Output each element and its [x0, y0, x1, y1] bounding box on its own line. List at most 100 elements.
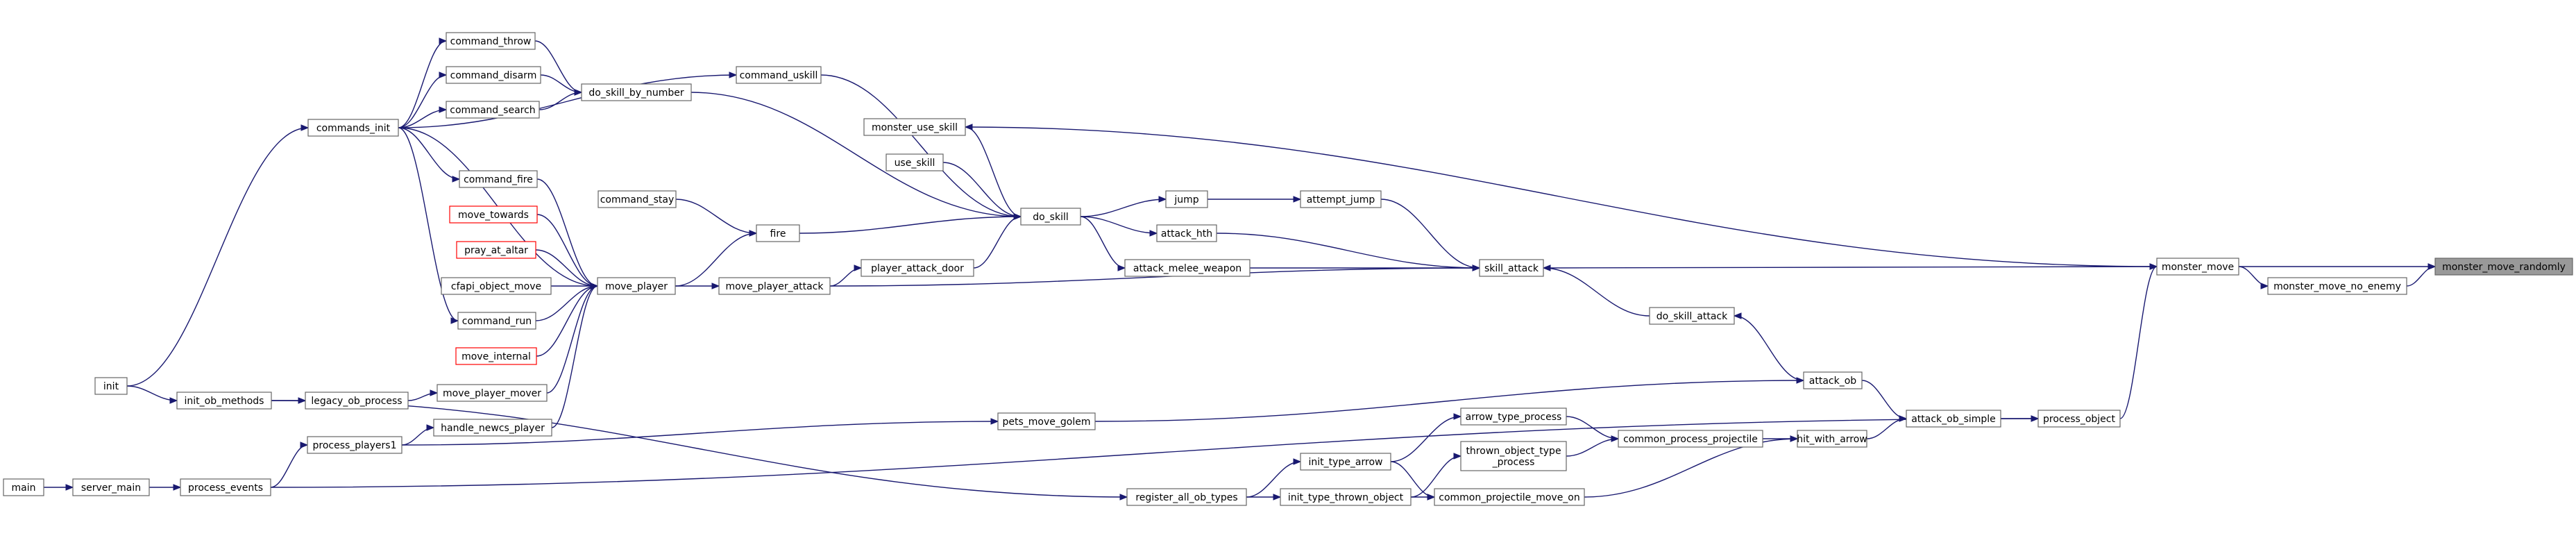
node-label: server_main	[81, 482, 141, 494]
node-command-search[interactable]: command_search	[446, 101, 540, 119]
edge-common_projectile_move_on-calls-hit_with_arrow	[1584, 438, 1798, 498]
node-label: arrow_type_process	[1466, 412, 1562, 423]
edge-arrowhead	[173, 484, 182, 491]
node-label: legacy_ob_process	[311, 396, 402, 407]
node-label: jump	[1173, 194, 1198, 205]
node-main[interactable]: main	[3, 478, 44, 496]
edge-move_towards-calls-move_player	[536, 214, 598, 287]
node-label: command_fire	[464, 174, 533, 185]
edge-arrowhead	[964, 124, 973, 131]
node-arrow-type-process[interactable]: arrow_type_process	[1460, 407, 1567, 426]
node-box	[94, 377, 128, 395]
node-move-player[interactable]: move_player	[597, 277, 676, 295]
edge-arrowhead	[300, 442, 309, 448]
node-monster-move[interactable]: monster_move	[2156, 258, 2239, 276]
node-legacy-ob-process[interactable]: legacy_ob_process	[305, 392, 409, 410]
node-pets-move-golem[interactable]: pets_move_golem	[997, 412, 1096, 430]
edge-arrowhead	[1293, 196, 1302, 203]
nodes-layer: monster_move_randomlymonster_movemonster…	[3, 32, 2573, 506]
node-pray-at-altar[interactable]: pray_at_altar	[456, 241, 536, 259]
node-label: use_skill	[895, 158, 935, 169]
node-move-internal[interactable]: move_internal	[455, 347, 537, 365]
node-label: process_players1	[312, 440, 396, 451]
node-fire[interactable]: fire	[756, 224, 800, 242]
node-move-player-mover[interactable]: move_player_mover	[437, 384, 548, 402]
node-label: monster_move_randomly	[2442, 262, 2566, 273]
edge-pray_at_altar-calls-move_player	[535, 249, 598, 287]
edge-do_skill-calls-jump	[1080, 199, 1167, 217]
node-server-main[interactable]: server_main	[72, 478, 150, 496]
node-do-skill-by-number[interactable]: do_skill_by_number	[581, 83, 692, 101]
node-box	[459, 170, 538, 188]
node-monster-use-skill[interactable]: monster_use_skill	[863, 118, 966, 136]
edge-monster_move_no_enemy-calls-monster_move_randomly	[2406, 266, 2436, 287]
node-commands-init[interactable]: commands_init	[307, 119, 399, 137]
edge-arrowhead	[2149, 263, 2158, 270]
edge-handle_newcs_player-calls-move_player	[551, 285, 598, 428]
node-box	[886, 153, 944, 171]
node-hit-with-arrow[interactable]: hit_with_arrow	[1797, 430, 1867, 448]
node-label: do_skill	[1033, 212, 1069, 223]
edge-move_internal-calls-move_player	[536, 285, 598, 357]
edge-attack_ob-calls-attack_ob_simple	[1861, 380, 1907, 419]
node-do-skill[interactable]: do_skill	[1020, 208, 1081, 226]
node-label: move_player_mover	[443, 388, 541, 399]
node-box	[1797, 430, 1867, 448]
node-attack-hth[interactable]: attack_hth	[1156, 224, 1217, 242]
node-label: pets_move_golem	[1003, 417, 1091, 428]
node-init-ob-methods[interactable]: init_ob_methods	[176, 392, 272, 410]
node-label: player_attack_door	[871, 263, 964, 274]
edge-arrowhead	[1117, 264, 1126, 271]
node-cfapi-object-move[interactable]: cfapi_object_move	[441, 277, 552, 295]
node-label: init_type_arrow	[1309, 457, 1383, 468]
node-do-skill-attack[interactable]: do_skill_attack	[1649, 307, 1735, 325]
node-monster-move-randomly[interactable]: monster_move_randomly	[2434, 258, 2573, 276]
node-thrown-object-type-process[interactable]: thrown_object_type_process	[1460, 441, 1567, 471]
edge-pets_move_golem-calls-attack_ob	[1094, 380, 1804, 422]
node-label: commands_init	[316, 123, 391, 134]
node-box	[176, 392, 272, 410]
edge-use_skill-calls-do_skill	[942, 162, 1022, 217]
node-use-skill[interactable]: use_skill	[886, 153, 944, 171]
node-init[interactable]: init	[94, 377, 128, 395]
node-register-all-ob-types[interactable]: register_all_ob_types	[1126, 488, 1247, 506]
node-common-process-projectile[interactable]: common_process_projectile	[1618, 430, 1763, 448]
node-init-type-arrow[interactable]: init_type_arrow	[1300, 453, 1391, 471]
node-label: monster_move	[2162, 262, 2234, 273]
node-command-disarm[interactable]: command_disarm	[446, 66, 541, 84]
node-move-towards[interactable]: move_towards	[449, 205, 538, 224]
node-command-fire[interactable]: command_fire	[459, 170, 538, 188]
node-skill-attack[interactable]: skill_attack	[1479, 259, 1544, 277]
node-attempt-jump[interactable]: attempt_jump	[1300, 190, 1382, 208]
node-process-object[interactable]: process_object	[2037, 410, 2121, 428]
node-process-events[interactable]: process_events	[180, 478, 271, 496]
node-box	[2267, 277, 2407, 295]
node-player-attack-door[interactable]: player_attack_door	[861, 259, 974, 277]
edge-arrowhead	[1796, 377, 1805, 384]
node-common-projectile-move-on[interactable]: common_projectile_move_on	[1434, 488, 1585, 506]
node-process-players1[interactable]: process_players1	[307, 436, 402, 454]
node-label: attack_ob	[1809, 376, 1857, 387]
node-init-type-thrown-object[interactable]: init_type_thrown_object	[1280, 488, 1412, 506]
node-move-player-attack[interactable]: move_player_attack	[718, 277, 831, 295]
node-box	[446, 101, 540, 119]
node-command-uskill[interactable]: command_uskill	[736, 66, 822, 84]
node-command-throw[interactable]: command_throw	[446, 32, 536, 50]
edge-arrowhead	[2427, 263, 2437, 270]
node-box	[456, 241, 536, 259]
node-jump[interactable]: jump	[1165, 190, 1208, 208]
node-attack-ob[interactable]: attack_ob	[1803, 371, 1863, 389]
edge-do_skill-calls-attack_hth	[1080, 216, 1158, 234]
node-handle-newcs-player[interactable]: handle_newcs_player	[433, 419, 552, 437]
node-attack-melee-weapon[interactable]: attack_melee_weapon	[1124, 259, 1251, 277]
node-box	[305, 392, 409, 410]
node-monster-move-no-enemy[interactable]: monster_move_no_enemy	[2267, 277, 2407, 295]
node-box	[1126, 488, 1247, 506]
node-box	[449, 205, 538, 224]
node-box	[736, 66, 822, 84]
node-attack-ob-simple[interactable]: attack_ob_simple	[1906, 410, 2001, 428]
node-command-stay[interactable]: command_stay	[598, 190, 677, 208]
edge-process_object-calls-monster_move	[2119, 266, 2158, 419]
node-command-run[interactable]: command_run	[457, 312, 536, 330]
edge-command_run-calls-move_player	[535, 285, 598, 321]
